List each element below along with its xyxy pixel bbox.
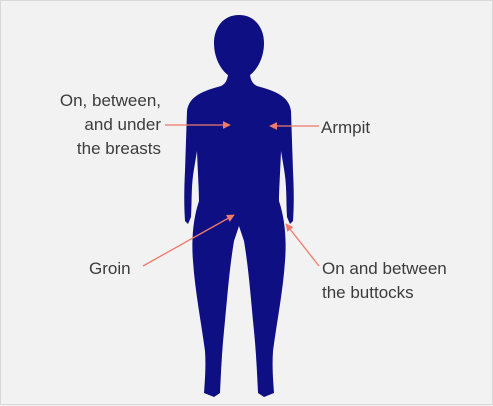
- label-buttocks-line-1: On and between: [322, 257, 447, 281]
- leader-line-buttocks: [286, 224, 319, 266]
- label-groin: Groin: [89, 257, 131, 281]
- label-breasts-line-2: and under: [60, 113, 161, 137]
- label-armpit: Armpit: [321, 116, 370, 140]
- label-buttocks: On and between the buttocks: [322, 257, 447, 305]
- label-breasts-line-1: On, between,: [60, 89, 161, 113]
- female-silhouette: [184, 15, 294, 397]
- label-breasts: On, between, and under the breasts: [60, 89, 161, 161]
- label-buttocks-line-2: the buttocks: [322, 281, 447, 305]
- label-breasts-line-3: the breasts: [60, 137, 161, 161]
